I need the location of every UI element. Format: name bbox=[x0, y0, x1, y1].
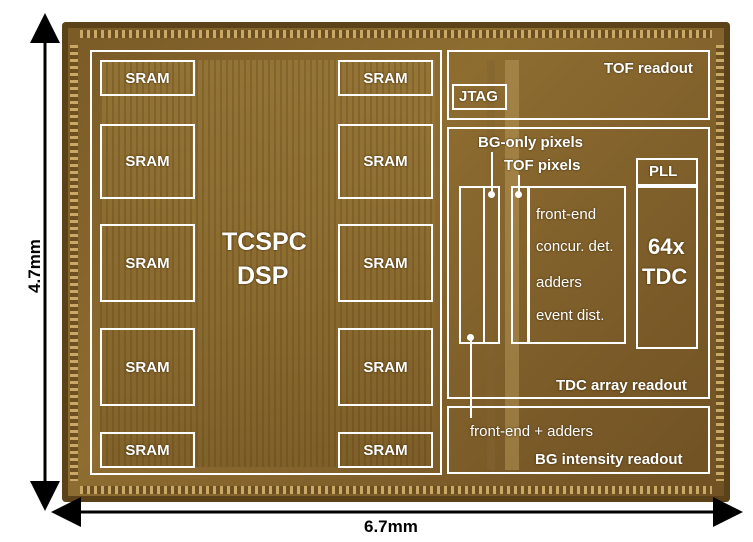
width-label: 6.7mm bbox=[364, 517, 418, 537]
sram-left-5: SRAM bbox=[100, 432, 195, 468]
dsp-label-line2: DSP bbox=[237, 262, 288, 291]
tdc-array-label: TDC array readout bbox=[556, 377, 687, 394]
sram-left-1: SRAM bbox=[100, 60, 195, 96]
sram-right-5: SRAM bbox=[338, 432, 433, 468]
sram-right-2: SRAM bbox=[338, 124, 433, 199]
sram-left-4: SRAM bbox=[100, 328, 195, 406]
dsp-label-line1: TCSPC bbox=[222, 228, 307, 257]
sram-right-4: SRAM bbox=[338, 328, 433, 406]
sram-right-1: SRAM bbox=[338, 60, 433, 96]
bg-only-pixels-label: BG-only pixels bbox=[478, 134, 583, 151]
sram-left-3: SRAM bbox=[100, 224, 195, 302]
bg-intensity-label: BG intensity readout bbox=[535, 451, 683, 468]
frontend-item-4: event dist. bbox=[536, 307, 604, 324]
tdc-label-line2: TDC bbox=[642, 264, 687, 290]
bg-pixel-column bbox=[459, 186, 500, 344]
sram-left-2: SRAM bbox=[100, 124, 195, 199]
sram-right-3: SRAM bbox=[338, 224, 433, 302]
jtag-label: JTAG bbox=[459, 88, 498, 105]
tof-pixel-marker bbox=[515, 191, 522, 198]
bg-frontend-label: front-end + adders bbox=[470, 423, 593, 440]
frontend-item-3: adders bbox=[536, 274, 582, 291]
height-label: 4.7mm bbox=[25, 239, 45, 293]
bg-pixel-pointer bbox=[491, 152, 493, 194]
frontend-item-2: concur. det. bbox=[536, 238, 614, 255]
bg-pixel-marker bbox=[488, 191, 495, 198]
frontend-item-1: front-end bbox=[536, 206, 596, 223]
tof-readout-label: TOF readout bbox=[604, 60, 693, 77]
tof-pixels-label: TOF pixels bbox=[504, 157, 580, 174]
tdc-label-line1: 64x bbox=[648, 234, 685, 260]
pll-label: PLL bbox=[649, 163, 677, 180]
bg-pixel-divider bbox=[483, 186, 485, 344]
